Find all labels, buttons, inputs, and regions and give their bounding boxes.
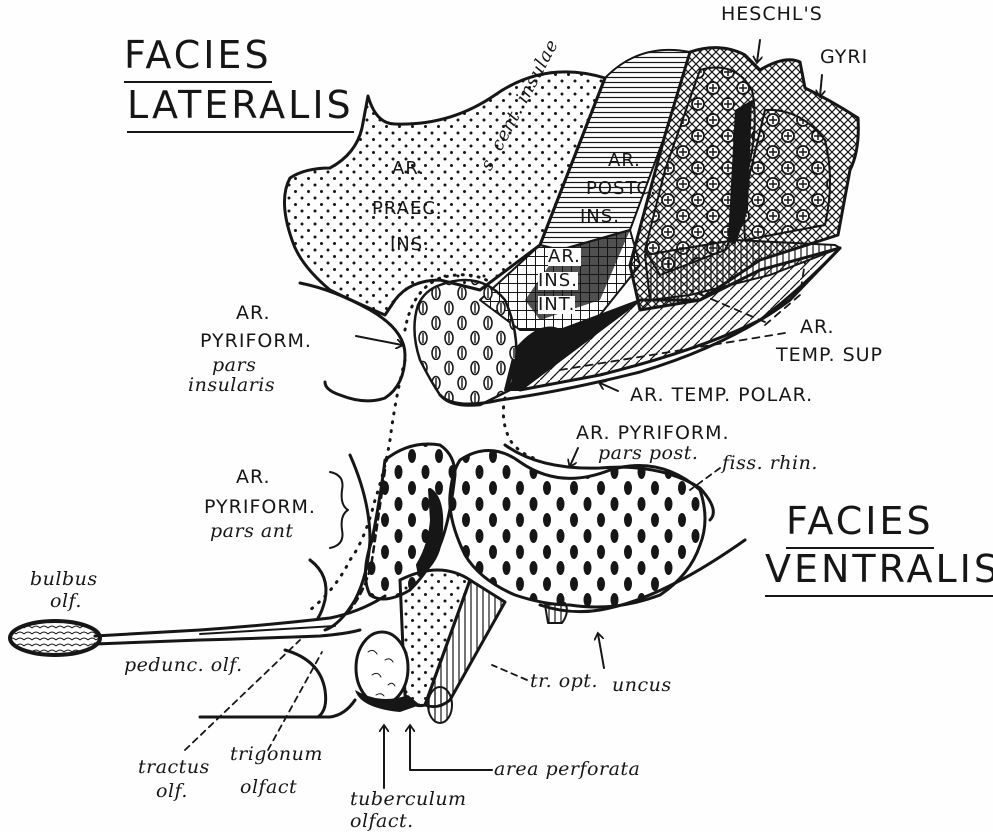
lateralis-title-line2: LATERALIS bbox=[127, 86, 354, 124]
tuberculum-label-1: tuberculum bbox=[350, 790, 467, 809]
tuberculum-olfact bbox=[356, 632, 408, 704]
ar-postc-label-1: AR. bbox=[608, 152, 641, 170]
bulbus-label-1: bulbus bbox=[30, 570, 98, 589]
pedunc-olf-upper bbox=[95, 596, 385, 636]
pars-ant-line bbox=[325, 455, 370, 630]
pars-ant-brace bbox=[330, 472, 348, 548]
ventralis-title-line2: VENTRALIS bbox=[765, 550, 993, 588]
dotted-connection-right bbox=[503, 398, 540, 460]
ar-praec-label-3: INS. bbox=[390, 236, 430, 254]
ar-praec-label-2: PRAEC. bbox=[372, 200, 443, 218]
ventral-base-line bbox=[200, 700, 355, 717]
ar-pyriform-post-label-2: pars post. bbox=[598, 444, 698, 463]
trigonum-label-1: trigonum bbox=[230, 745, 323, 764]
fiss-rhin-label: fiss. rhin. bbox=[722, 454, 818, 473]
ar-pyriform-ins-label-4: insularis bbox=[188, 376, 275, 395]
ar-pyriform-ant-label-3: pars ant bbox=[210, 522, 294, 541]
ar-pyriform-ins-label-2: PYRIFORM. bbox=[200, 332, 312, 351]
tuberculum-label-2: olfact. bbox=[350, 812, 414, 831]
optic-tract-end bbox=[428, 687, 452, 723]
trigonum-label-2: olfact bbox=[240, 778, 297, 797]
ar-pyriform-insularis-region bbox=[414, 280, 516, 406]
ar-temp-sup-label-2: TEMP. SUP bbox=[776, 346, 883, 365]
ar-pyriform-ant-label-1: AR. bbox=[236, 468, 271, 487]
area-perforata-label: area perforata bbox=[494, 760, 640, 779]
ar-ins-int-label-1: AR. bbox=[548, 248, 581, 266]
ar-pyriform-ins-label-1: AR. bbox=[236, 304, 271, 323]
ar-pyriform-ins-label-3: pars bbox=[212, 356, 256, 375]
ar-postc-label-2: POSTC. bbox=[586, 180, 657, 198]
uncus-tip bbox=[545, 603, 567, 623]
bulbus-olf bbox=[10, 621, 100, 655]
uncus-label: uncus bbox=[612, 676, 672, 695]
ventralis-title-line1: FACIES bbox=[786, 502, 934, 540]
tractus-label-1: tractus bbox=[138, 758, 210, 777]
tr-opt-label: tr. opt. bbox=[530, 672, 598, 691]
tractus-label-2: olf. bbox=[156, 782, 188, 801]
gyri-label: GYRI bbox=[820, 48, 868, 67]
heschl-label: HESCHL'S bbox=[721, 5, 823, 24]
lateralis-title-line1: FACIES bbox=[124, 36, 272, 74]
ar-pyriform-ant-label-2: PYRIFORM. bbox=[204, 498, 316, 517]
ar-ins-int-label-3: INT. bbox=[538, 296, 575, 314]
ar-pyriform-post-label-1: AR. PYRIFORM. bbox=[576, 424, 730, 443]
ar-temp-polar-label: AR. TEMP. POLAR. bbox=[630, 386, 813, 405]
ar-praec-label-1: AR. bbox=[392, 160, 425, 178]
bulbus-label-2: olf. bbox=[50, 592, 82, 611]
ar-postc-label-3: INS. bbox=[580, 208, 620, 226]
ar-temp-sup-label-1: AR. bbox=[800, 318, 835, 337]
pedunc-olf-label: pedunc. olf. bbox=[124, 656, 243, 675]
ar-ins-int-label-2: INS. bbox=[538, 272, 578, 290]
